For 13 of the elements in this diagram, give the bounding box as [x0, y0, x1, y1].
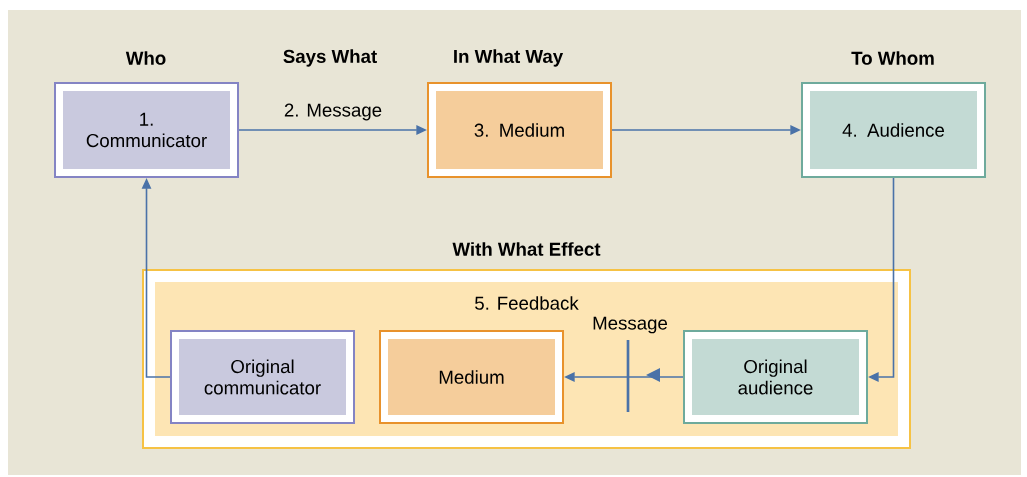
- process-box: 4. Audience: [801, 82, 986, 178]
- process-box: 3. Medium: [427, 82, 612, 178]
- column-heading: Who: [125, 51, 166, 65]
- process-box: Original communicator: [170, 330, 355, 424]
- node-label: With What Effect: [452, 242, 601, 256]
- edge-label: 2. Message: [282, 102, 384, 122]
- edge-label: Message: [590, 315, 670, 335]
- process-box: 1. Communicator: [54, 82, 239, 178]
- column-heading: To Whom: [851, 51, 934, 65]
- process-box: Medium: [379, 330, 564, 424]
- process-box: Original audience: [683, 330, 868, 424]
- column-heading: Says What: [283, 49, 377, 67]
- column-heading: In What Way: [454, 49, 564, 67]
